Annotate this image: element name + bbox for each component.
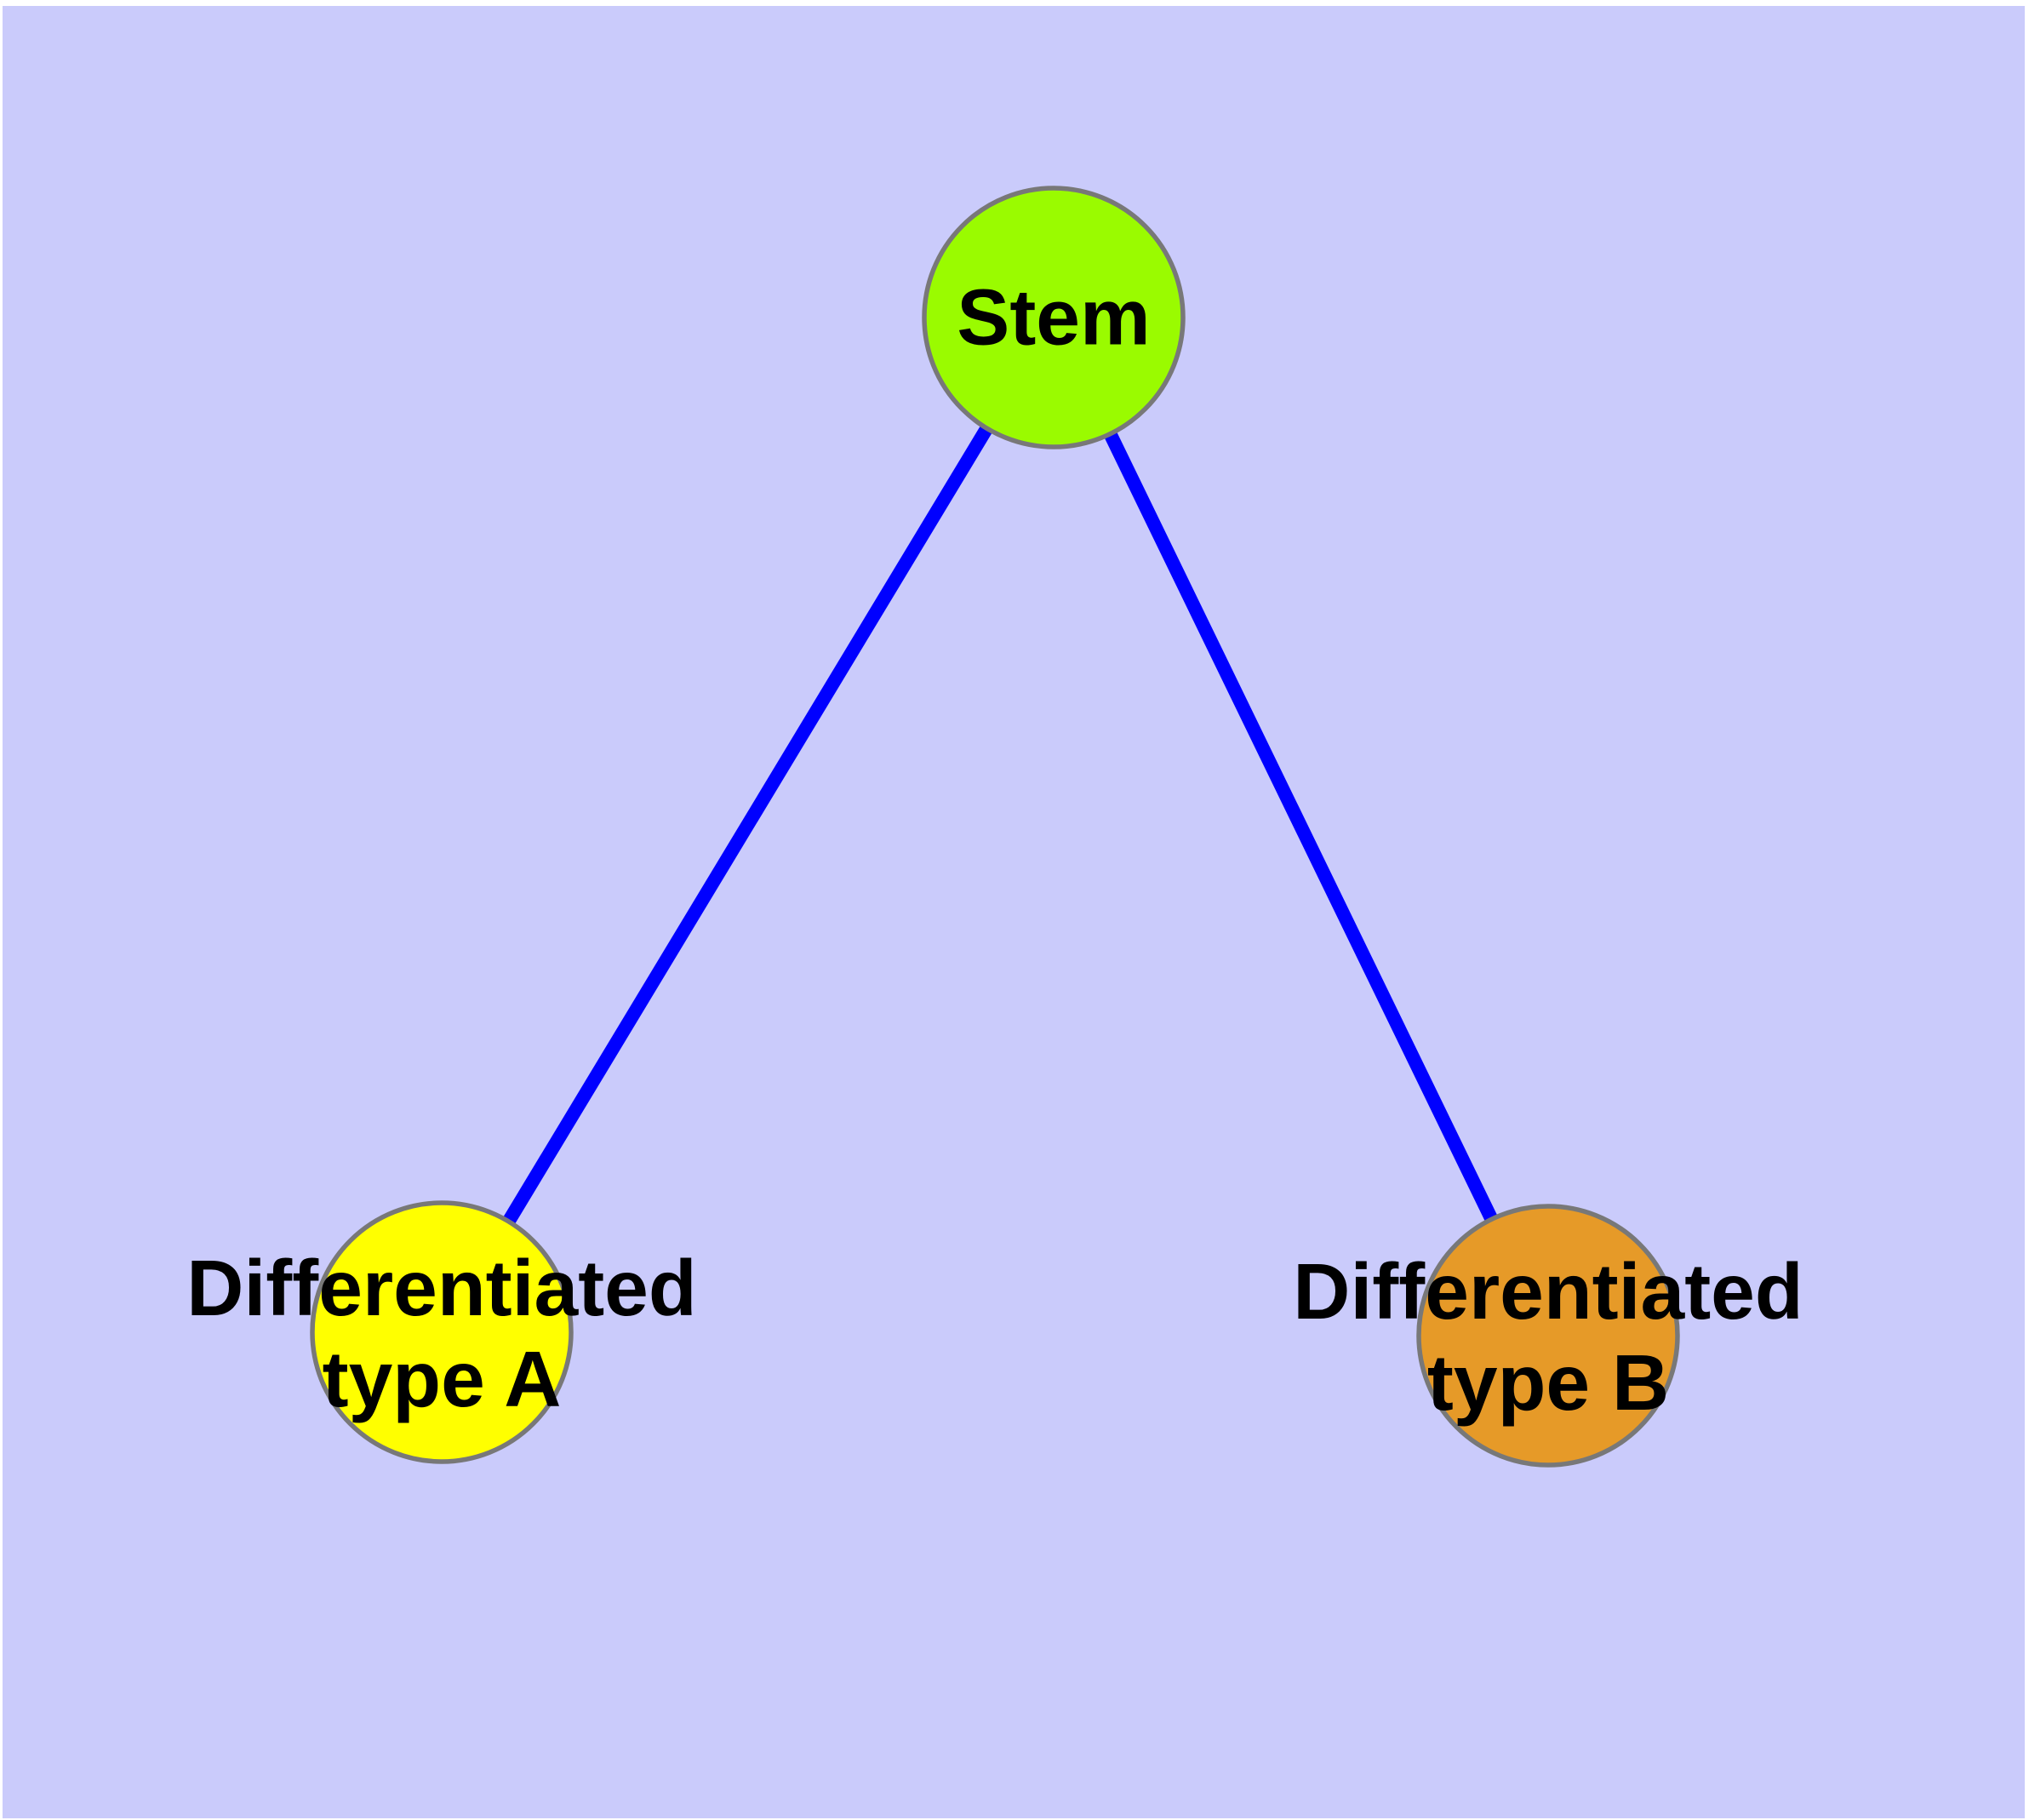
edge-stem-to-type-b (1047, 314, 1555, 1339)
node-stem-label: Stem (957, 272, 1151, 362)
node-type-a-circle (310, 1200, 574, 1464)
edge-stem-to-type-a (436, 313, 1060, 1336)
node-stem-circle (922, 186, 1186, 449)
node-type-a-label: Differentiated type A (186, 1244, 697, 1423)
node-type-b-circle (1416, 1204, 1680, 1468)
node-type-b-label: Differentiated type B (1293, 1247, 1803, 1427)
